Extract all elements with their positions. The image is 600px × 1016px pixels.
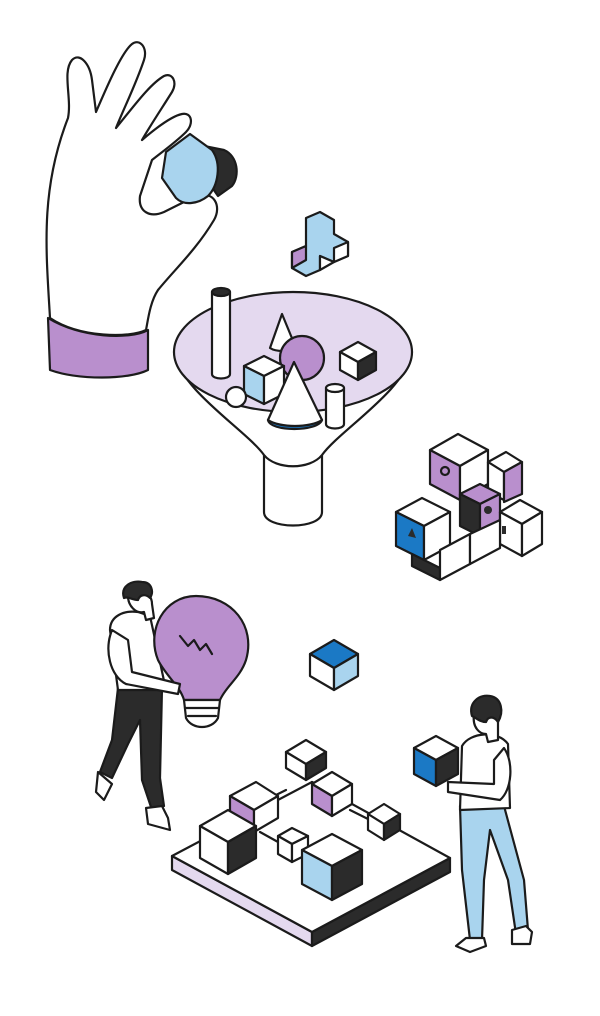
- cylinder-tall: [210, 290, 232, 380]
- lightbulb-person-shoe-right: [144, 804, 172, 832]
- lightbulb-person-hair: [122, 580, 153, 602]
- cluster-cube7-side: [468, 518, 502, 566]
- cluster-circle-mark: [439, 465, 451, 477]
- cone-big: [266, 360, 324, 428]
- platform-cube3-side: [330, 782, 354, 818]
- cube-person-shoe-right: [510, 924, 534, 946]
- hand-holding-cube: [45, 41, 238, 379]
- funnel-with-shapes: [172, 286, 414, 527]
- platform-cube4-side: [382, 812, 402, 842]
- plus-shape: [290, 210, 350, 278]
- plus-side: [318, 240, 350, 272]
- floating-cube-side: [332, 652, 360, 692]
- cluster-cube4-side: [520, 510, 544, 558]
- person-with-cube: [412, 694, 534, 954]
- cube-person-legs: [458, 804, 530, 942]
- cluster-dot-mark: [484, 506, 492, 514]
- cylinder-tall-top: [210, 286, 232, 298]
- lightbulb-person-legs: [98, 686, 166, 812]
- sphere-purple: [278, 334, 326, 382]
- plus-front: [290, 244, 308, 270]
- cluster-triangle-mark: [408, 528, 416, 538]
- held-cube-blue: [160, 132, 219, 205]
- cube-funnel-right-side: [356, 350, 378, 382]
- lightbulb-person-shoe-left: [94, 770, 114, 802]
- cluster-cube2-side: [502, 460, 524, 504]
- lightbulb-person-arm: [107, 628, 182, 696]
- cube-person-cube-side: [434, 746, 460, 788]
- cuff: [46, 316, 150, 379]
- cube-person-shoe-left: [454, 936, 488, 954]
- lightbulb-filament: [178, 634, 214, 656]
- hand: [45, 41, 219, 337]
- person-with-lightbulb: [94, 580, 250, 832]
- platform-cube1-side: [304, 750, 328, 782]
- platform-cube5-side: [226, 824, 258, 876]
- platform-cube7-side: [330, 848, 364, 902]
- cube-person-hair: [470, 694, 503, 724]
- cluster-square-mark: [502, 526, 506, 534]
- platform-with-cubes: [170, 738, 452, 948]
- sphere-white: [224, 385, 248, 409]
- floating-cube: [308, 638, 360, 692]
- funnel-spout: [262, 448, 324, 527]
- cube-cluster: [394, 432, 544, 582]
- cylinder-small-top: [324, 382, 346, 394]
- lightbulb-base: [182, 698, 222, 729]
- cylinder-small: [324, 386, 346, 430]
- cube-person-arm: [446, 746, 512, 802]
